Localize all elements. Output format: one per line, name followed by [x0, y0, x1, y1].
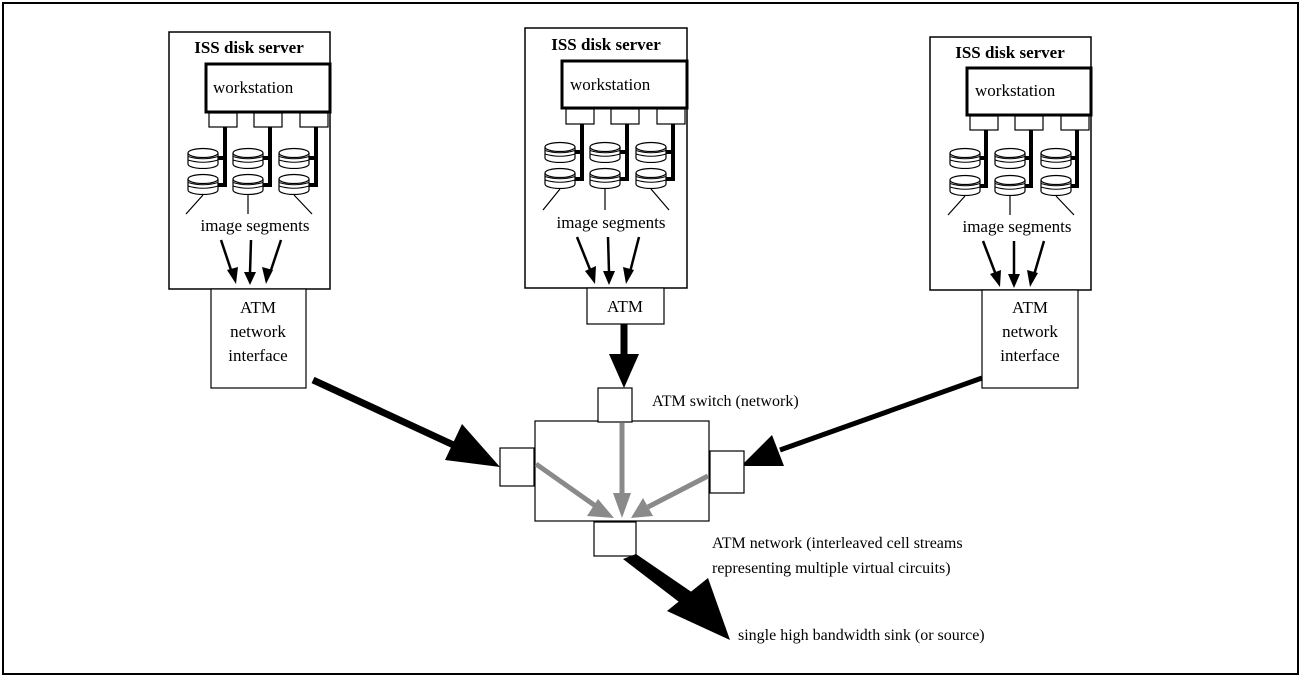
interface-line-3: interface [1000, 346, 1059, 365]
switch-port-top [597, 387, 633, 423]
workstation-label: workstation [975, 81, 1056, 100]
disk-icon [589, 167, 621, 189]
arrowhead [667, 578, 730, 640]
disk-icon [1040, 147, 1072, 169]
disk-icon [187, 147, 219, 169]
interface-line-3: interface [228, 346, 287, 365]
arrow-server-1-to-switch [311, 376, 462, 452]
atm-network-interface-box [210, 288, 307, 389]
disk-icon [544, 167, 576, 189]
switch-port-right [709, 450, 745, 494]
switch-port-bottom [593, 521, 637, 557]
image-segments-label: image segments [556, 213, 665, 232]
disk-icon [949, 174, 981, 196]
controller-port [565, 108, 595, 125]
segment-arrows [219, 239, 283, 285]
disk-icon [278, 147, 310, 169]
disk-icon [232, 173, 264, 195]
disk-icon [949, 147, 981, 169]
workstation-label: workstation [570, 75, 651, 94]
arrow-server-3-to-switch [779, 375, 983, 453]
server-title: ISS disk server [955, 43, 1065, 62]
interface-line-1: ATM [240, 298, 276, 317]
disk-icon [232, 147, 264, 169]
atm-switch [499, 387, 745, 557]
segment-arrows [575, 236, 641, 285]
workstation-box [560, 59, 689, 110]
disk-server-3: ISS disk server workstation image segmen… [929, 36, 1093, 389]
disk-icon [589, 141, 621, 163]
controller-port [1014, 115, 1044, 131]
switch-label: ATM switch (network) [652, 393, 799, 410]
disk-server-2: ISS disk server workstation image segmen… [524, 27, 689, 325]
disk-icon [635, 167, 667, 189]
workstation-box [965, 66, 1093, 117]
controller-port [610, 108, 640, 125]
internal-arrows [534, 423, 710, 518]
controller-port [969, 115, 999, 131]
interface-line-2: network [230, 322, 286, 341]
image-segments-label: image segments [962, 217, 1071, 236]
disk-icon [187, 173, 219, 195]
controller-port [656, 108, 686, 125]
workstation-box [204, 62, 332, 114]
controller-port [1060, 115, 1090, 131]
controller-port [253, 112, 283, 128]
atm-interface-box [586, 287, 665, 325]
sink-label: single high bandwidth sink (or source) [738, 627, 985, 644]
network-label-line-1: ATM network (interleaved cell streams [712, 535, 963, 552]
controller-port [299, 112, 329, 128]
disk-icon [544, 141, 576, 163]
network-label-line-2: representing multiple virtual circuits) [712, 560, 951, 577]
server-title: ISS disk server [194, 38, 304, 57]
disk-icon [1040, 174, 1072, 196]
disk-icon [635, 141, 667, 163]
controller-port [208, 112, 238, 128]
sink-arrow-shaft [623, 554, 693, 605]
arrowhead [741, 435, 784, 466]
interface-line-1: ATM [1012, 298, 1048, 317]
sink-arrow [623, 554, 730, 640]
disk-icon [278, 173, 310, 195]
server-to-switch-arrows [311, 324, 983, 467]
arrowhead [445, 424, 500, 467]
arrowhead [609, 354, 639, 388]
image-segments-label: image segments [200, 216, 309, 235]
switch-port-left [499, 447, 535, 487]
disk-server-1: ISS disk server workstation image segmen… [168, 31, 332, 389]
workstation-label: workstation [213, 78, 294, 97]
atm-network-interface-box [981, 289, 1079, 389]
interface-line-2: network [1002, 322, 1058, 341]
disk-icon [994, 147, 1026, 169]
disk-icon [994, 174, 1026, 196]
interface-line-1: ATM [607, 297, 643, 316]
server-title: ISS disk server [551, 35, 661, 54]
segment-arrows [981, 240, 1046, 288]
